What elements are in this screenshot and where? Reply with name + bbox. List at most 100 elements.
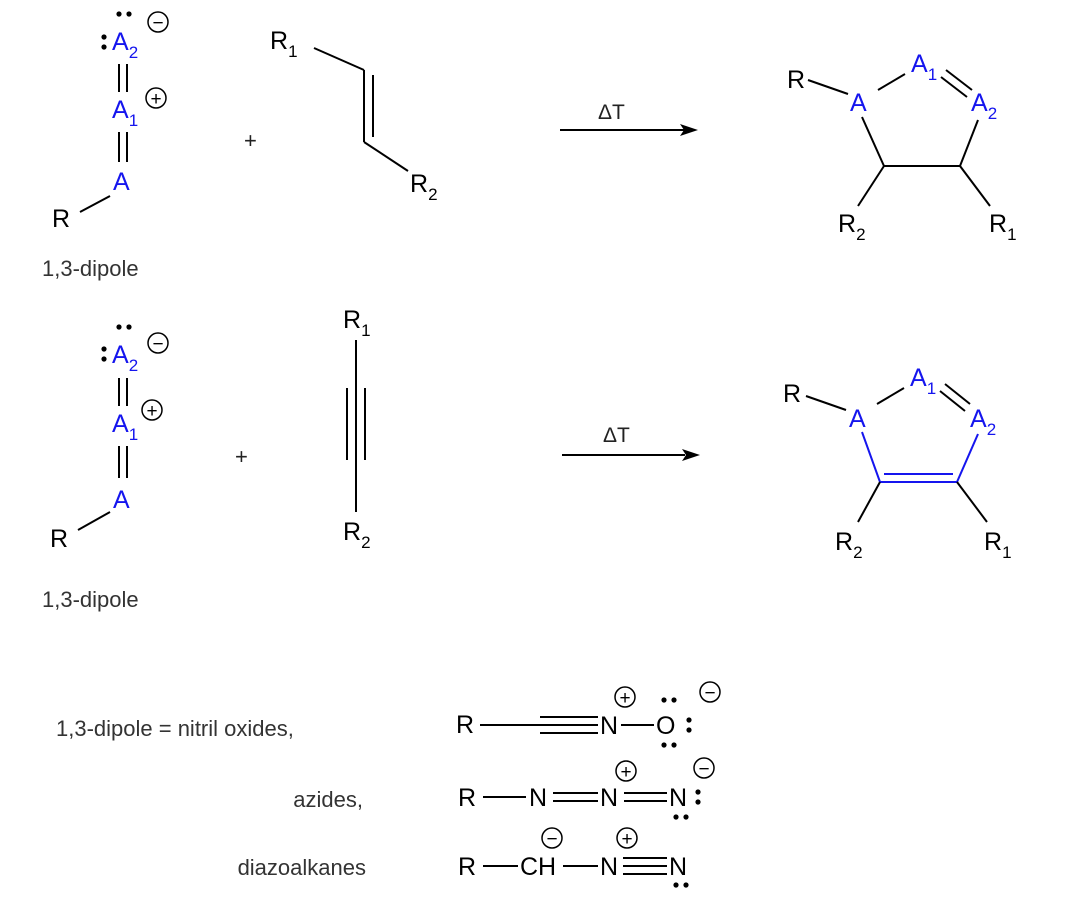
minus-charge-sign: − [152, 334, 163, 355]
plus-charge-sign: + [621, 829, 632, 850]
atom-a: A [113, 168, 130, 196]
lone-pair-dot [126, 324, 132, 330]
minus-charge-sign: − [152, 13, 163, 34]
plus-charge-circle [145, 87, 167, 109]
bond-single [857, 481, 881, 523]
reaction-arrow: ΔT [562, 424, 700, 461]
bond-single [363, 141, 409, 172]
bond-single [805, 395, 847, 411]
bond-double-line [940, 76, 968, 98]
lone-pair-dot [101, 44, 107, 50]
bond-single [861, 116, 885, 167]
minus-charge-circle [147, 11, 169, 33]
plus-charge-sign: + [150, 89, 161, 110]
atom-a2: A2 [112, 341, 138, 375]
bond-single [959, 119, 979, 167]
atom-n: N [600, 784, 618, 812]
atom-a: A [849, 405, 866, 433]
product-ring-2: R A A1 A2 R2 R1 [783, 364, 1012, 562]
atom-a1: A1 [910, 364, 936, 398]
bond-single [956, 433, 979, 483]
group-r1: R1 [270, 27, 298, 61]
bond-single [77, 511, 111, 531]
minus-charge-circle [541, 827, 563, 849]
dipole-caption: 1,3-dipole [42, 256, 139, 281]
bond-single [857, 165, 885, 207]
atom-a1: A1 [911, 50, 937, 84]
atom-n: N [600, 853, 618, 881]
plus-charge-sign: + [620, 762, 631, 783]
minus-charge-circle [699, 681, 721, 703]
bond-single [79, 195, 111, 213]
azide-structure: R N N + N − [458, 757, 715, 820]
group-r1: R1 [989, 210, 1017, 244]
plus-charge-circle [141, 399, 163, 421]
lone-pair-dot [671, 742, 677, 748]
lone-pair-dot [683, 882, 689, 888]
arrow-condition: ΔT [598, 101, 625, 124]
product-ring-1: R A A1 A2 R2 R1 [787, 50, 1017, 244]
lone-pair-dot [686, 717, 692, 723]
lone-pair-dot [661, 697, 667, 703]
atom-n: N [669, 853, 687, 881]
atom-a2: A2 [112, 28, 138, 62]
group-ch: CH [520, 853, 556, 881]
lone-pair-dot [695, 799, 701, 805]
group-r: R [458, 784, 476, 812]
group-r: R [456, 711, 474, 739]
lone-pair-dot [101, 34, 107, 40]
plus-sign: + [235, 444, 248, 469]
bond-single [959, 165, 991, 207]
bond-double [945, 69, 973, 91]
plus-charge-sign: + [146, 401, 157, 422]
lone-pair-dot [673, 814, 679, 820]
lone-pair-dot [686, 727, 692, 733]
lone-pair-dot [671, 697, 677, 703]
group-r: R [458, 853, 476, 881]
reaction-2: A2 − A1 + A R 1,3-dipole + R1 R2 [42, 306, 1012, 612]
atom-a1: A1 [112, 410, 138, 444]
group-r: R [50, 525, 68, 553]
lone-pair-dot [126, 11, 132, 17]
nitrile-oxide-structure: R N + O − [456, 681, 721, 748]
dipole-examples: 1,3-dipole = nitril oxides, azides, diaz… [56, 681, 721, 888]
dipole-list-azides: azides, [293, 787, 363, 812]
lone-pair-dot [695, 789, 701, 795]
lone-pair-dot [116, 11, 122, 17]
bond-double-line [939, 390, 966, 412]
plus-sign: + [244, 128, 257, 153]
atom-a2: A2 [970, 405, 996, 439]
lone-pair-dot [101, 356, 107, 362]
atom-a: A [850, 89, 867, 117]
atom-n: N [529, 784, 547, 812]
alkyne-dipolarophile: R1 R2 [343, 306, 371, 552]
lone-pair-dot [683, 814, 689, 820]
group-r1: R1 [343, 306, 371, 340]
atom-o: O [656, 712, 675, 740]
group-r2: R2 [343, 518, 371, 552]
dipole-caption: 1,3-dipole [42, 587, 139, 612]
lone-pair-dot [116, 324, 122, 330]
minus-charge-circle [693, 757, 715, 779]
arrow-condition: ΔT [603, 424, 630, 447]
dipole-list-diazoalkanes: diazoalkanes [238, 855, 366, 880]
plus-charge-circle [614, 686, 636, 708]
plus-charge-sign: + [619, 688, 630, 709]
plus-charge-circle [615, 760, 637, 782]
minus-charge-circle [147, 332, 169, 354]
dipole-reactant-1: A2 − A1 + A R 1,3-dipole [42, 11, 169, 281]
bond-double [944, 383, 971, 405]
plus-charge-circle [616, 827, 638, 849]
group-r: R [783, 380, 801, 408]
bond-single [876, 387, 905, 405]
atom-n: N [669, 784, 687, 812]
group-r2: R2 [410, 170, 438, 204]
group-r1: R1 [984, 528, 1012, 562]
bond-single [313, 47, 365, 71]
atom-a2: A2 [971, 89, 997, 123]
bond-single [877, 73, 906, 91]
bond-single [807, 79, 849, 95]
lone-pair-dot [101, 346, 107, 352]
lone-pair-dot [673, 882, 679, 888]
